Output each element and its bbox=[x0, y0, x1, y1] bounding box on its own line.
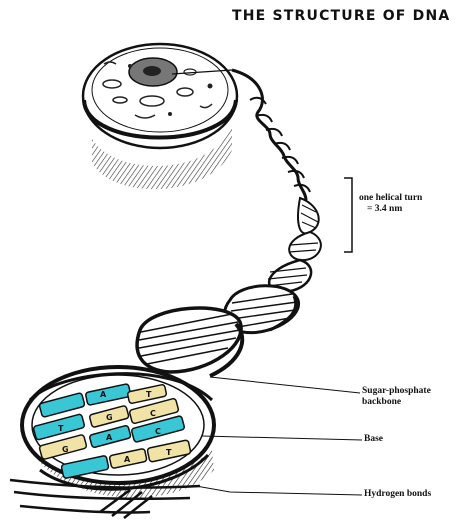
cell-icon bbox=[83, 44, 237, 189]
base-letter: A bbox=[124, 455, 131, 464]
helical-turn-bracket bbox=[344, 178, 352, 252]
base-letter: C bbox=[150, 409, 156, 418]
double-helix bbox=[137, 198, 321, 376]
hydrogen-bonds-leader bbox=[196, 486, 362, 495]
backbone-leader bbox=[210, 377, 360, 393]
base-letter: A bbox=[100, 390, 107, 399]
base-letter: C bbox=[155, 427, 161, 436]
base-letter: T bbox=[146, 390, 152, 399]
backbone-label: Sugar-phosphate backbone bbox=[362, 386, 431, 408]
backbone-line-2: backbone bbox=[362, 397, 431, 408]
chromatin-coil bbox=[232, 70, 310, 200]
base-label: Base bbox=[364, 434, 383, 445]
base-letter: T bbox=[166, 448, 172, 457]
base-letter: G bbox=[106, 413, 113, 422]
helical-turn-line-2: = 3.4 nm bbox=[359, 204, 422, 215]
hydrogen-bonds-label: Hydrogen bonds bbox=[364, 489, 431, 500]
backbone-line-1: Sugar-phosphate bbox=[362, 386, 431, 397]
base-letter: T bbox=[58, 424, 64, 433]
base-letter: A bbox=[106, 433, 113, 442]
helical-turn-label: one helical turn = 3.4 nm bbox=[359, 193, 422, 215]
base-leader bbox=[202, 436, 362, 440]
base-letter: G bbox=[62, 445, 69, 454]
helical-turn-line-1: one helical turn bbox=[359, 193, 422, 204]
